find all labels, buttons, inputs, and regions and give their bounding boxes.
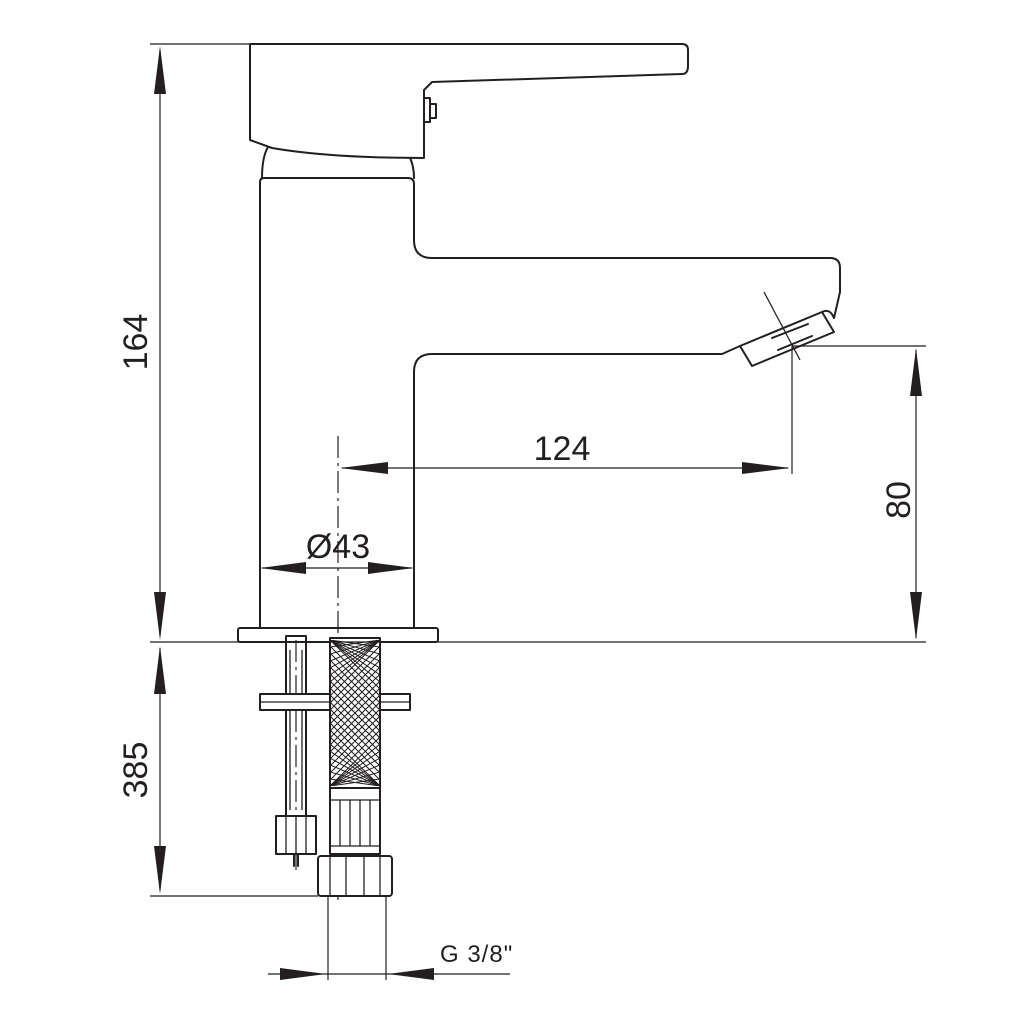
label-spout-reach: 124 — [534, 430, 591, 468]
dimension-connection-thread — [268, 968, 510, 980]
dimension-body-diameter — [260, 562, 414, 574]
label-body-diameter: Ø43 — [306, 528, 370, 566]
dimension-spout-reach — [340, 462, 790, 474]
label-hose-length: 385 — [117, 742, 155, 799]
dimension-height-total — [154, 46, 166, 640]
dimension-hose-length — [154, 646, 166, 894]
flexible-hose — [317, 637, 393, 897]
lever-handle — [249, 43, 689, 159]
faucet-body — [237, 177, 841, 643]
aerator — [739, 291, 841, 367]
label-connection-thread: G 3/8" — [440, 941, 513, 968]
label-spout-height: 80 — [880, 481, 918, 519]
extension-lines — [150, 43, 926, 980]
label-height-total: 164 — [117, 314, 155, 371]
dimension-spout-height — [910, 348, 922, 640]
